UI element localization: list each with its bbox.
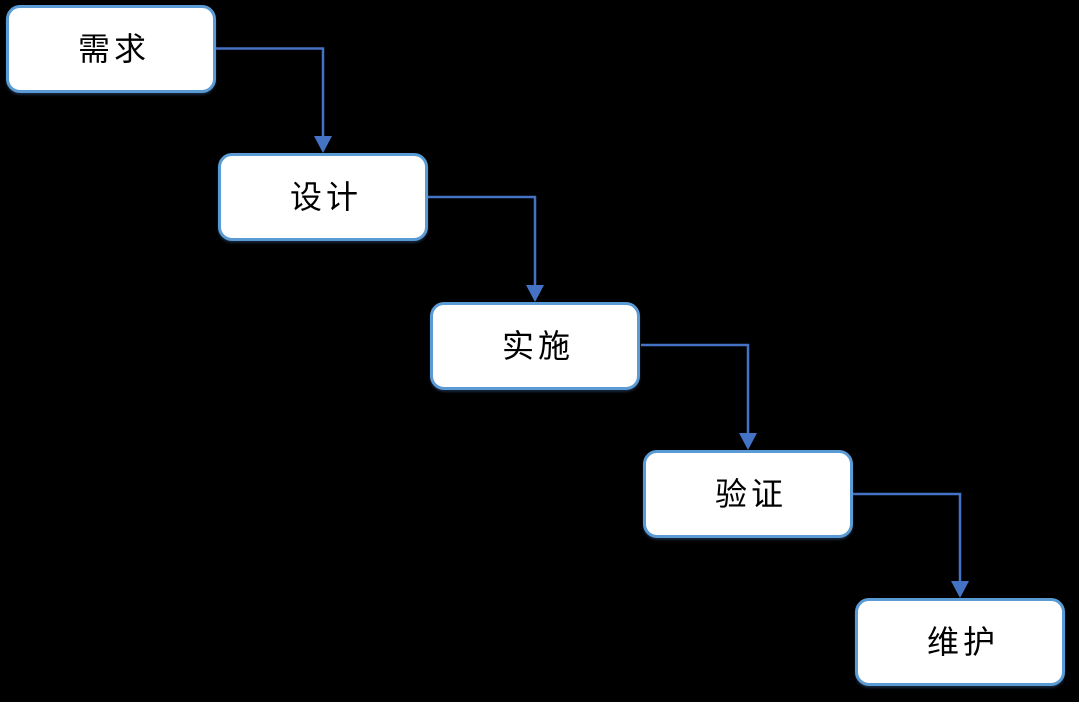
step-implementation-label: 实施	[501, 328, 574, 364]
step-design: 设计	[218, 153, 428, 241]
step-requirements: 需求	[6, 5, 216, 93]
step-requirements-label: 需求	[77, 31, 150, 67]
connector-arrow-1	[216, 47, 332, 153]
connector-arrow-2	[428, 195, 544, 302]
step-verification: 验证	[643, 450, 853, 538]
step-maintenance: 维护	[855, 598, 1065, 686]
connector-arrow-3	[641, 343, 757, 450]
step-maintenance-label: 维护	[926, 624, 999, 660]
step-verification-label: 验证	[714, 476, 787, 512]
step-design-label: 设计	[289, 179, 362, 215]
step-implementation: 实施	[430, 302, 640, 390]
connector-arrow-4	[853, 492, 969, 598]
